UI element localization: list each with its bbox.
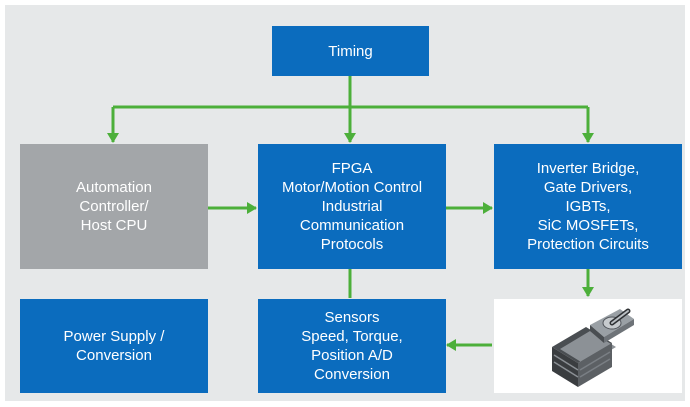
timing-block: Timing bbox=[272, 26, 429, 76]
motor-image-block bbox=[494, 299, 682, 393]
fpga-block: FPGA Motor/Motion Control Industrial Com… bbox=[258, 144, 446, 269]
inverter-bridge-block: Inverter Bridge, Gate Drivers, IGBTs, Si… bbox=[494, 144, 682, 269]
sensors-block: Sensors Speed, Torque, Position A/D Conv… bbox=[258, 299, 446, 393]
stepper-motor-icon bbox=[552, 308, 634, 387]
automation-controller-block: Automation Controller/ Host CPU bbox=[20, 144, 208, 269]
timing-bus-line bbox=[113, 76, 588, 109]
power-supply-block: Power Supply / Conversion bbox=[20, 299, 208, 393]
